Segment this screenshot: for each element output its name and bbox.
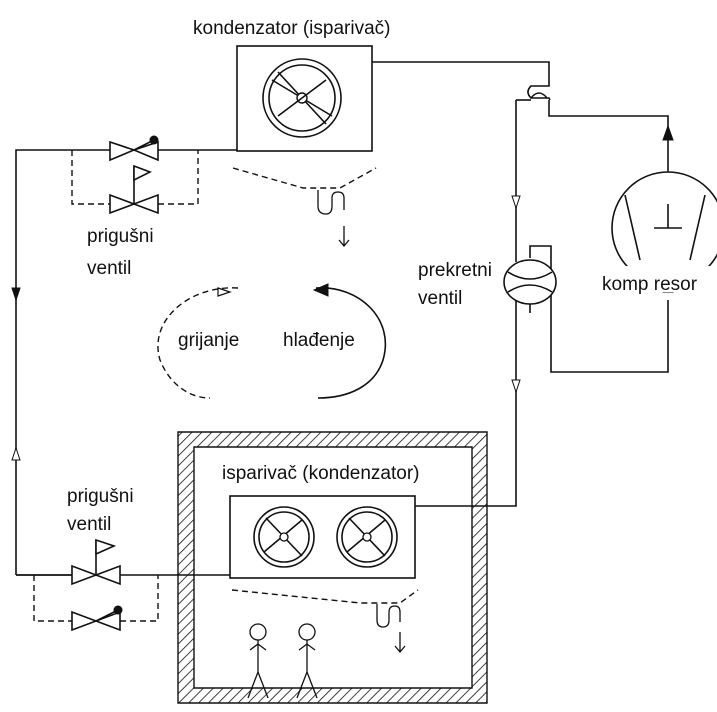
indoor-room [177,431,488,704]
indoor-evaporator-unit [229,495,419,654]
check-valve-icon [109,135,159,162]
fan-icon [262,58,342,138]
upper-throttle-label-2: ventil [87,258,131,279]
expansion-valve-icon [109,164,159,215]
evaporator-label: isparivač (kondenzator) [222,463,419,484]
fan-icon [253,506,315,568]
lower-throttle-label-1: prigušni [67,486,134,507]
upper-throttle-label-1: prigušni [87,226,154,247]
flow-arrows [11,124,674,461]
check-valve-icon [71,605,123,632]
condenser-label: kondenzator (isparivač) [193,18,390,39]
four-way-valve-icon [503,258,557,305]
lower-throttle-label-2: ventil [67,514,111,535]
fan-icon [336,506,398,568]
refrigerant-piping [15,61,669,576]
mode-cycle: grijanje hlađenje [157,283,387,399]
person-icon [247,623,269,699]
heating-label: grijanje [178,330,239,351]
cooling-label: hlađenje [283,330,355,351]
drain-trap-icon [376,604,406,654]
person-icon [296,623,318,699]
outdoor-condenser-unit [232,45,377,248]
reversing-valve-label-2: ventil [418,288,462,309]
reversing-valve-label-1: prekretni [418,260,492,281]
drain-trap-icon [317,190,350,248]
upper-valve-group: prigušni ventil [71,135,199,279]
lower-valve-group: prigušni ventil [16,486,159,632]
expansion-valve-icon [71,538,121,586]
compressor-label: komp resor [602,274,698,295]
